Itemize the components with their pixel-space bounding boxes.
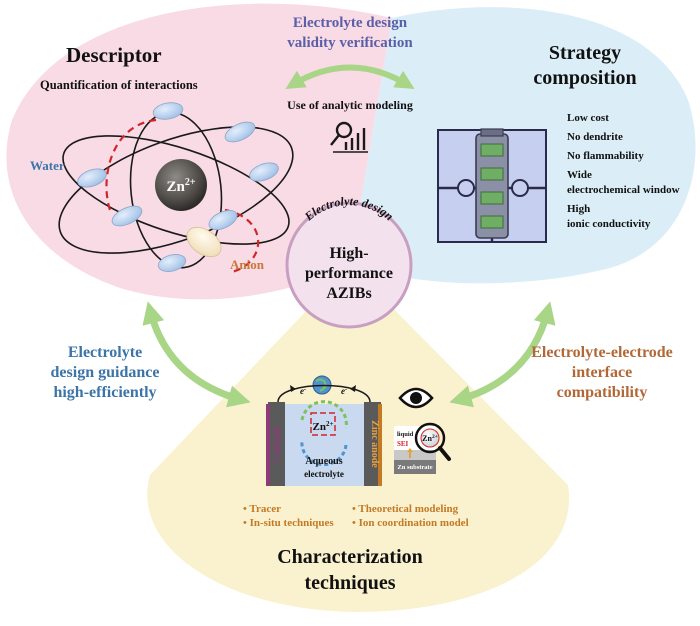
svg-text:Zn2+: Zn2+ [166, 177, 195, 195]
strategy-title-line1: Strategy [548, 42, 622, 64]
electrolyte-label-line1: Aqueous [305, 456, 342, 467]
technique-item: • Ion coordination model [352, 517, 469, 529]
eye-icon [398, 387, 434, 409]
zinc-anode-label: Zinc anode [369, 420, 380, 468]
inset-substrate-label: Zn substrate [397, 464, 432, 471]
center-title-line2: performance [305, 265, 393, 282]
validity-title-line1: Electrolyte design [292, 15, 408, 31]
characterization-title-line1: Characterization [277, 546, 423, 568]
cathode-label: Cathode [272, 425, 283, 462]
battery-cell-illustration [266, 375, 382, 486]
left-arrow-label-line2: design guidance [50, 364, 160, 381]
zinc-ion-charge: 2+ [185, 177, 196, 188]
right-double-arrow [449, 301, 556, 408]
technique-item: • Theoretical modeling [352, 503, 459, 515]
strategy-item: No flammability [567, 150, 644, 162]
validity-title-line2: validity verification [287, 35, 413, 51]
zinc-ion-cell-label: Zn2+ [313, 420, 334, 433]
characterization-title-line2: techniques [304, 572, 396, 594]
technique-item: • In-situ techniques [243, 517, 334, 529]
battery-puzzle-icon [437, 128, 547, 243]
left-arrow-label-line1: Electrolyte [67, 344, 143, 361]
anion-label: Anion [230, 257, 264, 272]
descriptor-title: Descriptor [66, 43, 162, 67]
strategy-item: Low cost [567, 112, 609, 124]
inset-sei-label: SEI [397, 440, 409, 448]
right-arrow-label-line1: Electrolyte-electrode [531, 344, 673, 361]
strategy-item: High [567, 203, 591, 215]
cathode-plate [268, 402, 285, 486]
svg-text-layer: Zn2+ e- e- Cathode Zinc anode Aqueous el… [272, 386, 438, 479]
magnifier-inset [394, 422, 451, 474]
center-circle [285, 201, 413, 329]
inset-liquid-label: liquid [397, 431, 414, 438]
strategy-item: ionic conductivity [567, 218, 651, 230]
center-title-line1: High- [329, 245, 369, 262]
water-molecules [77, 102, 279, 272]
zinc-anode-plate [364, 402, 381, 486]
strategy-item: electrochemical window [567, 184, 680, 196]
validity-double-arrow [285, 64, 415, 89]
left-arrow-label-line3: high-efficiently [53, 384, 157, 401]
water-label: Water [30, 158, 65, 173]
coordination-arc [105, 118, 157, 211]
center-title-line3: AZIBs [326, 285, 372, 302]
strategy-title-line2: composition [533, 67, 637, 89]
right-arrow-label-line2: interface [571, 364, 633, 381]
descriptor-subtitle: Quantification of interactions [40, 78, 198, 92]
zinc-ion-label: Zn [166, 179, 185, 195]
right-arrow-label-line3: compatibility [556, 384, 648, 401]
left-double-arrow [142, 301, 251, 408]
electron-left-label: e- [300, 386, 306, 396]
electrolyte-label-line2: electrolyte [304, 469, 344, 479]
zinc-ion [155, 159, 207, 211]
technique-item: • Tracer [243, 503, 281, 515]
electron-right-label: e- [341, 386, 347, 396]
validity-subtitle: Use of analytic modeling [287, 98, 413, 112]
anion-molecule [186, 226, 222, 258]
strategy-item: Wide [567, 169, 592, 181]
anion-arc [224, 208, 260, 274]
strategy-item: No dendrite [567, 131, 623, 143]
inset-zinc-label: Zn2+ [422, 434, 438, 443]
analytics-icon [330, 121, 368, 153]
electron-wire [277, 384, 371, 403]
atom-illustration: Zn2+ [58, 102, 294, 274]
